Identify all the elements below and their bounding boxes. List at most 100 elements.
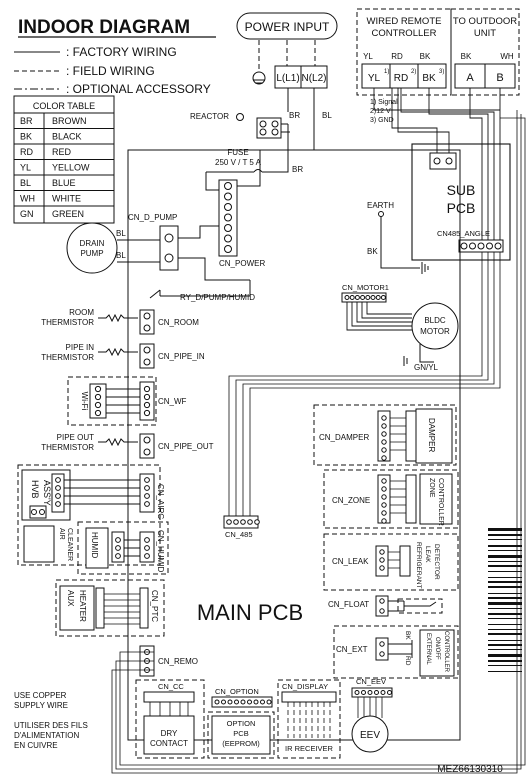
cn-zone-label: CN_ZONE [332, 496, 370, 505]
remote-terminal-block [361, 63, 447, 89]
leak-group-box [323, 533, 459, 591]
earth-label: EARTH [367, 201, 394, 210]
sub-pcb-line2: PCB [447, 200, 476, 216]
color-name: BROWN [52, 116, 87, 126]
air-cleaner-line1: AIR [58, 528, 65, 540]
pipe-out-thermistor-line2: THERMISTOR [41, 443, 94, 452]
connector-pin [144, 477, 150, 483]
remote-note-3: 3) GND [370, 117, 394, 124]
connector-pin [55, 485, 61, 491]
cn-pipe-in-label: CN_PIPE_IN [158, 352, 205, 361]
wired-remote-label1: WIRED REMOTE [367, 16, 442, 27]
wire-label-br-fuse: BR [292, 165, 303, 174]
cn-ext-label: CN_EXT [336, 645, 368, 654]
cn-cc-label: CN_CC [158, 682, 184, 691]
color-code: GN [20, 209, 34, 219]
color-name: YELLOW [52, 163, 90, 173]
cn-leak-label: CN_LEAK [332, 557, 369, 566]
barcode-bar [488, 528, 522, 531]
pipe-in-thermistor-icon [98, 347, 138, 357]
eev-label: EEV [360, 730, 380, 741]
main-pcb-label: MAIN PCB [197, 600, 303, 625]
connector-pin [349, 295, 355, 300]
zone-controller-box [419, 473, 453, 525]
fuse-rating: 250 V / T 5 A [215, 158, 262, 167]
cn-option-label: CN_OPTION [215, 687, 259, 696]
leak-detector-line3: DETECTOR [433, 544, 440, 580]
connector-pin [55, 501, 61, 507]
barcode-bar [488, 618, 522, 619]
connector-pin [144, 545, 150, 551]
connector-pin [224, 234, 232, 243]
barcode-bar [488, 608, 522, 609]
hvb-line2: ASS'Y [42, 480, 52, 506]
connector-pin [361, 690, 366, 695]
connector-pin [143, 385, 151, 393]
connector-pin [253, 699, 259, 705]
ext-controller-line3: CONTROLLER [443, 631, 449, 673]
drain-pump-line2: PUMP [80, 249, 103, 258]
remote-note-1: 1) Signal [370, 99, 398, 106]
barcode-bar [488, 629, 522, 630]
drain-pump-line1: DRAIN [80, 239, 105, 248]
connector-pin [381, 423, 387, 429]
sub-pcb-connector-label: CN485_ANGLE [437, 229, 490, 238]
motor-line1: BLDC [424, 316, 446, 325]
connector-pin [381, 478, 387, 484]
barcode-bar [488, 534, 522, 536]
outdoor-terminal-b: B [496, 72, 503, 84]
remote-terminal-yl: YL [368, 73, 381, 84]
pipe-in-thermistor-line2: THERMISTOR [41, 353, 94, 362]
connector-pin [477, 242, 485, 250]
cn-power-label: CN_POWER [219, 259, 265, 268]
barcode-bar [488, 644, 522, 646]
connector-pin [381, 486, 387, 492]
aux-heater-group-box [55, 579, 165, 637]
cn-ptc-connector [139, 587, 149, 629]
wifi-module-connector [89, 383, 107, 419]
color-code: YL [20, 163, 31, 173]
note-copper-en-line1: USE COPPER [14, 691, 67, 700]
cn-humid-label: CN_HUMID [156, 530, 165, 572]
ext-controller-line2: ON/OFF [434, 637, 440, 660]
connector-pin [226, 519, 232, 525]
barcode-bar [488, 550, 522, 551]
connector-pin [55, 477, 61, 483]
connector-pin [381, 518, 387, 524]
remote-wire-bk: BK [420, 52, 431, 61]
sub-pcb-top-connector [429, 152, 457, 170]
color-name: RED [52, 147, 72, 157]
dry-contact-line2: CONTACT [150, 739, 188, 748]
outdoor-wire-bk: BK [461, 52, 472, 61]
connector-pin [233, 519, 239, 525]
connector-pin [214, 699, 220, 705]
option-pcb-box [211, 715, 271, 755]
barcode-bar [488, 665, 522, 666]
option-pcb-line2: PCB [233, 729, 248, 738]
eev-icon [351, 715, 389, 753]
legend-optional-label: : OPTIONAL ACCESSORY [66, 82, 211, 96]
pipe-out-thermistor-icon [98, 437, 138, 447]
barcode-bar [488, 649, 522, 650]
wire-label-bl-pump1: BL [116, 229, 126, 238]
connector-pin [344, 295, 350, 300]
cn-wf-label: CN_WF [158, 397, 187, 406]
connector-pin [55, 493, 61, 499]
humid-label: HUMID [90, 532, 99, 558]
connector-pin [381, 415, 387, 421]
connector-pin [224, 203, 232, 211]
connector-pin [365, 295, 371, 300]
connector-pin [387, 690, 392, 695]
fuse-label: FUSE [227, 148, 248, 157]
remote-note-2: 2)12 V [370, 108, 391, 115]
zone-group-box [323, 469, 459, 529]
damper-box [415, 408, 453, 464]
humid-box [85, 527, 109, 569]
option-pcb-line3: (EEPROM) [222, 739, 260, 748]
damper-group-box [313, 404, 457, 466]
note-copper-en-line2: SUPPLY WIRE [14, 701, 68, 710]
connector-pin [224, 224, 232, 232]
ground-symbol [252, 71, 266, 85]
